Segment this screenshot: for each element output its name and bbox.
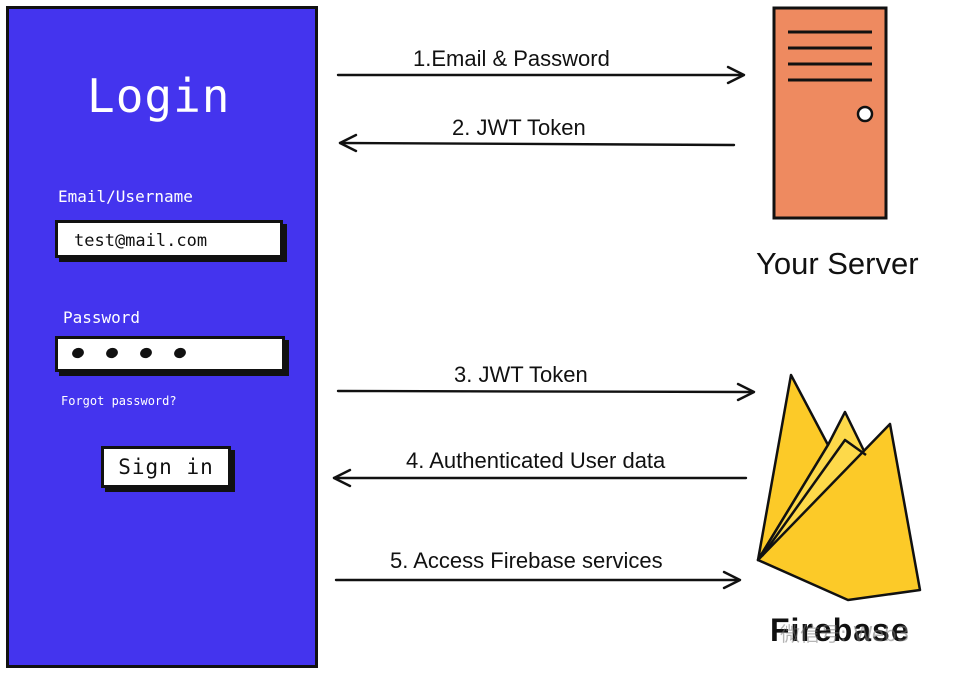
arrow-label-step3: 3. JWT Token [454,362,588,387]
login-title: Login [87,69,231,123]
arrow-step4 [332,468,748,488]
arrow-step5 [334,570,742,590]
arrow-label-step2: 2. JWT Token [452,115,586,140]
arrow-label-step5: 5. Access Firebase services [390,548,663,573]
arrow-step2 [338,133,736,153]
forgot-password-link[interactable]: Forgot password? [61,394,177,408]
sign-in-button[interactable]: Sign in [101,446,231,488]
server-label: Your Server [756,246,919,281]
arrow-step1 [336,65,746,85]
server-tower-icon [772,6,888,220]
arrow-label-step1: 1.Email & Password [413,46,610,71]
arrow-step3 [336,382,756,402]
email-label: Email/Username [58,187,193,206]
firebase-label: Firebase [770,612,910,648]
email-value: test@mail.com [74,231,208,251]
email-field[interactable]: test@mail.com [55,220,283,258]
password-field[interactable] [55,336,285,372]
login-panel: Login Email/Username test@mail.com Passw… [6,6,318,668]
firebase-flame-icon [756,373,922,602]
watermark: 微信号: Web3 [780,622,910,646]
password-label: Password [63,308,141,327]
arrow-label-step4: 4. Authenticated User data [406,448,666,473]
